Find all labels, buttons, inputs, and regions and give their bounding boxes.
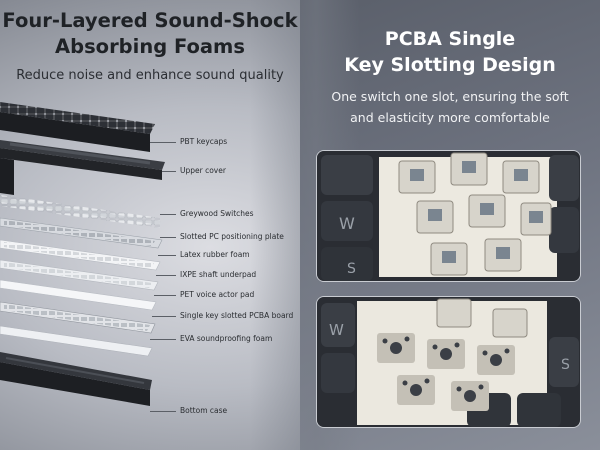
leader-line [160,237,176,238]
foam-layer [0,239,161,271]
right-title-line2: Key Slotting Design [344,54,556,76]
keycap-letter: W [339,214,355,233]
left-subtitle: Reduce noise and enhance sound quality [16,68,284,83]
right-subtitle-line1: One switch one slot, ensuring the soft [331,89,569,104]
leader-line [154,295,176,296]
leader-line [150,142,176,143]
keycaps-layer [0,102,155,152]
leader-line [152,316,176,317]
right-title-line1: PCBA Single [384,28,516,50]
keycap-letter: W [329,321,344,339]
label-pet-pad: PET voice actor pad [180,290,255,299]
pcba-slots-closeup-photo: W S [316,296,581,428]
upper-cover-layer [0,140,165,195]
plate-layer [0,217,163,249]
leader-line [150,411,176,412]
label-ixpe-underpad: IXPE shaft underpad [180,270,257,279]
underpad-layer [0,259,159,291]
right-subtitle-line2: and elasticity more comfortable [350,110,550,125]
right-title: PCBA Single Key Slotting Design [300,26,600,78]
right-subtitle: One switch one slot, ensuring the soft a… [300,86,600,128]
label-pc-plate: Slotted PC positioning plate [180,232,284,241]
switches-layer [0,195,161,228]
label-pbt-keycaps: PBT keycaps [180,137,228,146]
label-switches: Greywood Switches [180,209,254,218]
label-eva-foam: EVA soundproofing foam [180,334,273,343]
leader-line [156,275,176,276]
switches-closeup-photo: W S [316,150,581,282]
pcba-layer [0,301,156,334]
label-latex-foam: Latex rubber foam [180,250,250,259]
pet-pad-layer [0,279,157,311]
keycap-letter: S [561,357,570,373]
left-title-line1: Four-Layered Sound-Shock [2,9,298,32]
leader-line [162,171,176,172]
leader-line [160,214,176,215]
left-title-line2: Absorbing Foams [55,35,245,58]
bottom-case-layer [0,352,152,406]
keycap-letter: S [347,261,356,277]
left-title: Four-Layered Sound-Shock Absorbing Foams [0,8,300,60]
label-upper-cover: Upper cover [180,166,226,175]
leader-line [158,255,176,256]
leader-line [150,339,176,340]
label-pcba-board: Single key slotted PCBA board [180,311,294,320]
eva-foam-layer [0,325,153,357]
exploded-keyboard-illustration [0,102,165,406]
label-bottom-case: Bottom case [180,406,228,415]
